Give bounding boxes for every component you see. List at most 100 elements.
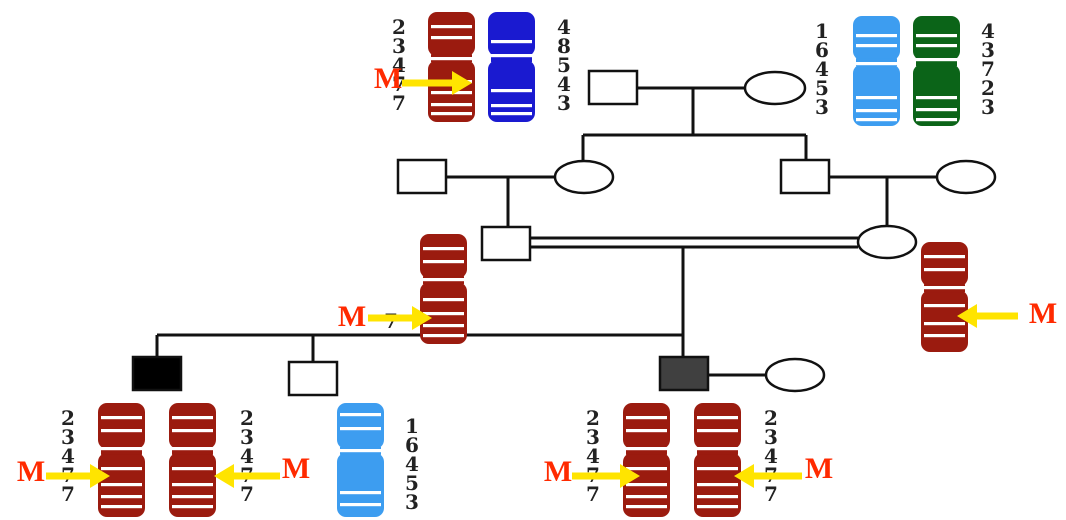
c3-right-chromosome-band xyxy=(697,505,738,509)
c3-left-chromosome-band xyxy=(626,505,667,509)
c3-right-chromosome-band xyxy=(697,495,738,499)
c3-left-chromosome xyxy=(623,403,670,517)
gp1-right-allele: 5 xyxy=(557,53,571,77)
spouse-circle xyxy=(764,357,826,393)
father-mutation: M xyxy=(338,300,432,333)
c3-right-chromosome-band xyxy=(697,483,738,487)
c2-allele: 6 xyxy=(405,433,419,457)
c3-right-chromosome-band xyxy=(697,416,738,420)
gp1-left-allele: 3 xyxy=(392,34,406,58)
gp1-right-chromosome-band xyxy=(491,54,532,58)
c2-allele: 3 xyxy=(405,490,419,514)
c3-left-chromosome-band xyxy=(626,495,667,499)
c1-right-mutation-arrow-shaft xyxy=(234,472,280,480)
c2-chromosome-band xyxy=(340,427,381,431)
c1-left-allele: 7 xyxy=(61,482,75,506)
gp1-right-chromosome xyxy=(488,12,535,122)
gp1-mutation-label: M xyxy=(374,62,402,95)
c1-left-mutation-arrow-head xyxy=(90,464,110,488)
c1-right-allele: 2 xyxy=(240,406,254,430)
c1-right-mutation-label: M xyxy=(282,452,310,485)
gp2-right-allele: 4 xyxy=(981,19,995,43)
gp1-right-chromosome-band xyxy=(491,40,532,44)
c3-right-allele: 3 xyxy=(764,425,778,449)
gp1-left-chromosome-band xyxy=(431,103,472,107)
mother-chromosome-band xyxy=(924,334,965,338)
pedigree-symbols xyxy=(131,69,997,397)
c1-right-mutation-arrow-head xyxy=(214,464,234,488)
affected-son-square xyxy=(131,355,183,392)
grandmother2-circle xyxy=(553,159,615,195)
gp1-right-allele: 4 xyxy=(557,15,571,39)
grandmother-circle xyxy=(743,70,807,106)
mother-chromosome-band xyxy=(924,304,965,308)
father-chromosome xyxy=(420,234,467,344)
c2-chromosome-band xyxy=(340,503,381,507)
pedigree-lines xyxy=(155,86,937,377)
gp2-right-chromosome xyxy=(913,16,960,126)
gp1-left-chromosome-band xyxy=(431,112,472,116)
gp2-left-allele: 3 xyxy=(815,95,829,119)
gp1-left-chromosome xyxy=(428,12,475,122)
c1-right-chromosome-band xyxy=(172,429,213,433)
c3-right-chromosome xyxy=(694,403,741,517)
father-chromosome-band xyxy=(423,324,464,328)
c1-left-allele: 4 xyxy=(61,444,75,468)
aunt-circle xyxy=(935,159,997,195)
gp1-left-allele: 7 xyxy=(392,91,406,115)
gp1-left-allele: 4 xyxy=(392,53,406,77)
c3-right-chromosome-band xyxy=(697,467,738,471)
c3-left-mutation: M xyxy=(544,455,640,488)
father-mutation-label: M xyxy=(338,300,366,333)
c1-left-allele: 3 xyxy=(61,425,75,449)
c1-right-chromosome-band xyxy=(172,447,213,451)
gp1-left-chromosome-band xyxy=(431,25,472,29)
c2-chromosome-band xyxy=(340,413,381,417)
grandfather2-square xyxy=(396,158,448,195)
c3-left-chromosome-band xyxy=(626,467,667,471)
gp2-right-allele: 7 xyxy=(981,57,995,81)
chromosomes xyxy=(98,12,968,517)
father-chromosome-band xyxy=(423,334,464,338)
c1-left-chromosome-band xyxy=(101,429,142,433)
gp2-left-chromosome xyxy=(853,16,900,126)
c2-allele: 1 xyxy=(405,414,419,438)
mother-mutation-arrow-head xyxy=(957,304,977,328)
c3-left-chromosome-band xyxy=(626,416,667,420)
unaffected-son-square xyxy=(287,360,339,397)
c1-left-chromosome-band xyxy=(101,505,142,509)
father-mutation-arrow-head xyxy=(412,306,432,330)
c3-right-chromosome-band xyxy=(697,429,738,433)
gp2-left-chromosome-band xyxy=(856,62,897,66)
c1-left-mutation: M xyxy=(17,455,110,488)
c1-right-chromosome-band xyxy=(172,505,213,509)
gp1-right-chromosome-band xyxy=(491,89,532,93)
father-mutation-arrow-shaft xyxy=(368,314,412,322)
gp1-right-allele: 8 xyxy=(557,34,571,58)
c3-right-allele: 4 xyxy=(764,444,778,468)
gp2-right-chromosome-band xyxy=(916,58,957,62)
mother-circle xyxy=(856,224,918,260)
mother-chromosome xyxy=(921,242,968,352)
mother-mutation-label: M xyxy=(1029,297,1057,330)
gp1-left-chromosome-band xyxy=(431,57,472,61)
c1-left-chromosome-band xyxy=(101,467,142,471)
c3-right-mutation-arrow-head xyxy=(734,464,754,488)
gp1-mutation: M xyxy=(374,62,472,95)
c1-left-allele: 2 xyxy=(61,406,75,430)
c1-left-chromosome-band xyxy=(101,416,142,420)
gp2-left-chromosome-band xyxy=(856,44,897,48)
uncle-square xyxy=(779,158,831,195)
gp2-right-allele: 3 xyxy=(981,38,995,62)
c1-right-chromosome-band xyxy=(172,483,213,487)
grandfather-square xyxy=(587,69,639,106)
c3-right-allele: 2 xyxy=(764,406,778,430)
gp1-left-chromosome-band xyxy=(431,91,472,95)
c1-left-mutation-label: M xyxy=(17,455,45,488)
gp2-left-allele: 4 xyxy=(815,57,829,81)
c3-left-allele: 3 xyxy=(586,425,600,449)
gp1-right-allele: 3 xyxy=(557,91,571,115)
c1-right-chromosome-band xyxy=(172,495,213,499)
c3-left-allele: 7 xyxy=(586,482,600,506)
